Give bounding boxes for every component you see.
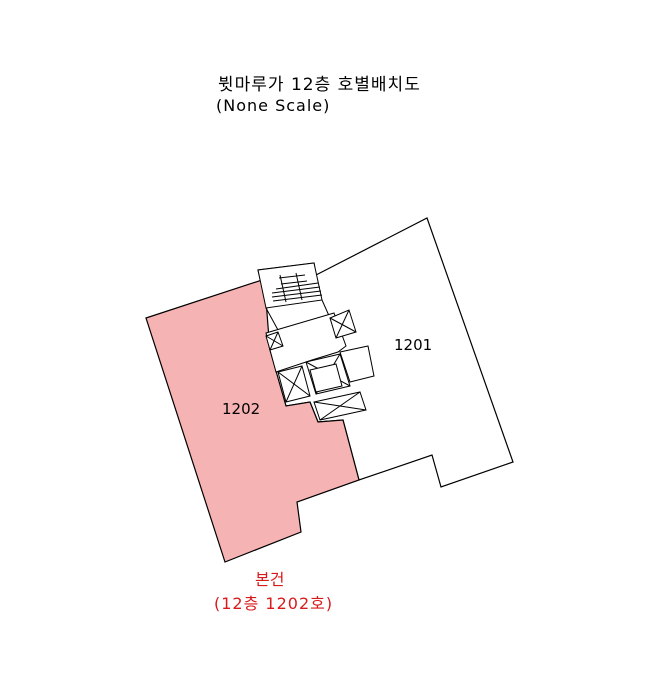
core-corridor <box>265 309 375 383</box>
unit-1201-label: 1201 <box>394 336 432 354</box>
stair-core <box>257 262 331 331</box>
subject-property-label: 본건 <box>255 570 285 589</box>
subject-property-detail: (12층 1202호) <box>214 594 334 613</box>
scale-note: (None Scale) <box>216 96 331 115</box>
elevator-shafts <box>277 353 367 421</box>
unit-1202-label: 1202 <box>222 400 260 418</box>
page-title: 뷧마루가 12층 호별배치도 <box>218 75 421 95</box>
